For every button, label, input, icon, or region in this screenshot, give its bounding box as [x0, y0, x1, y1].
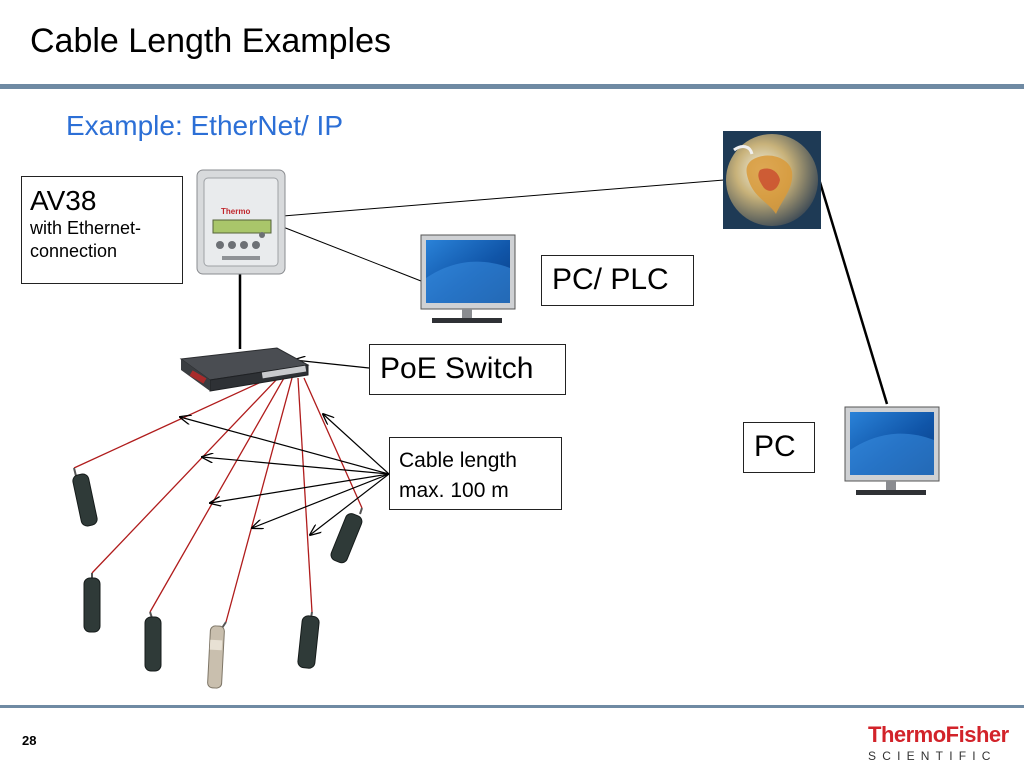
- pc-plc-monitor: [420, 234, 516, 323]
- av38-description-line1: with Ethernet-: [30, 218, 142, 238]
- pc-plc-label: PC/ PLC: [541, 255, 694, 306]
- pc-monitor: [844, 406, 940, 495]
- av38-name: AV38: [30, 185, 97, 216]
- title-divider: [0, 84, 1024, 89]
- page-title: Cable Length Examples: [30, 22, 392, 60]
- sensor-probe: [83, 573, 101, 633]
- logo-sub-text: SCIENTIFIC: [868, 749, 997, 763]
- page-number: 28: [22, 733, 37, 748]
- sensor-probe: [207, 621, 227, 689]
- sensor-probe: [72, 467, 98, 527]
- internet-globe: [723, 131, 821, 229]
- poe-switch-device: [179, 347, 310, 392]
- pc-label: PC: [743, 422, 815, 473]
- cable-length-line2: max. 100 m: [399, 479, 509, 502]
- link-internet-pc: [817, 178, 889, 405]
- sensor-probe: [330, 507, 363, 564]
- thermo-fisher-logo: ThermoFisher SCIENTIFIC: [868, 722, 1009, 763]
- switch-callout-line: [294, 360, 370, 369]
- device-brand-text: Thermo: [221, 207, 250, 216]
- logo-main-text: ThermoFisher: [868, 722, 1009, 747]
- probe-cables: [73, 376, 363, 623]
- cable-length-label: Cable length max. 100 m: [389, 437, 562, 510]
- example-subtitle: Example: EtherNet/ IP: [66, 110, 344, 141]
- sensor-probes: [72, 467, 363, 689]
- sensor-probe: [144, 611, 162, 672]
- footer-divider: [0, 705, 1024, 708]
- av38-description-line2: connection: [30, 241, 118, 261]
- sensor-probe: [297, 611, 320, 669]
- cable-length-line1: Cable length: [399, 449, 517, 472]
- av38-label-box: AV38 with Ethernet- connection: [21, 176, 183, 284]
- cable-length-arrows: [180, 414, 390, 535]
- link-av38-pcplc: [282, 226, 422, 282]
- poe-switch-label: PoE Switch: [369, 344, 566, 395]
- av38-device: Thermo: [196, 169, 286, 275]
- link-av38-internet: [282, 179, 725, 217]
